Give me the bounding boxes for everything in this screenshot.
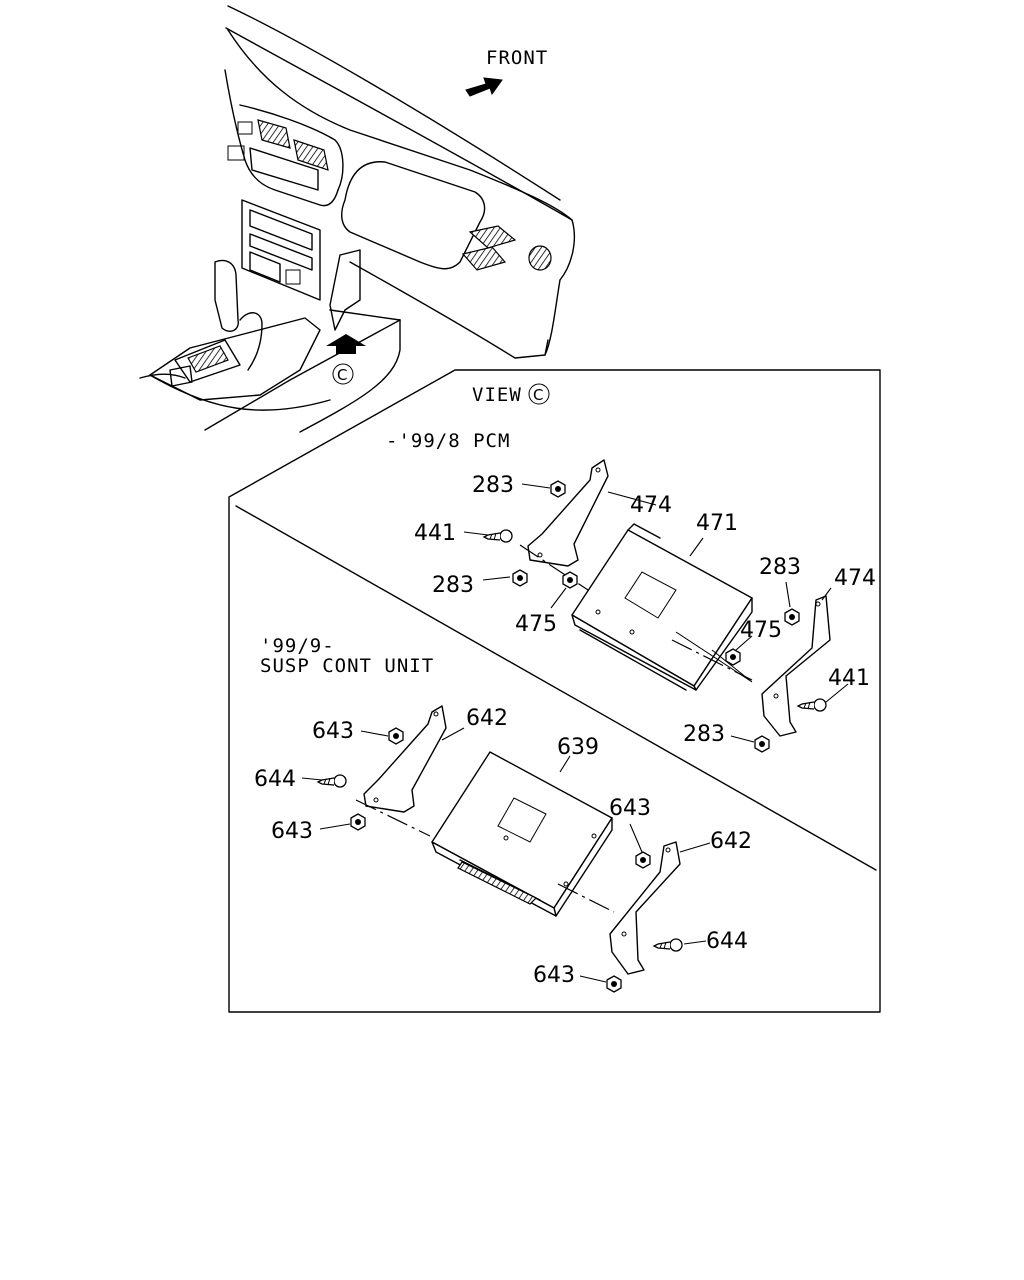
pcm-callout-283-right-lower: 283 <box>683 722 725 747</box>
susp-caption-line1: '99/9- <box>260 635 335 657</box>
view-title-text: VIEW <box>472 384 522 406</box>
pcm-callout-474-right: 474 <box>834 566 876 591</box>
pcm-caption: -'99/8 PCM <box>386 430 510 452</box>
susp-callout-642-right: 642 <box>710 829 752 854</box>
side-vent <box>528 245 552 271</box>
pcm-callout-283-left-lower: 283 <box>432 573 474 598</box>
susp-callout-643-top-left: 643 <box>312 719 354 744</box>
pcm-section: -'99/8 PCM <box>386 430 876 753</box>
susp-nut-right-lower-643 <box>606 975 622 993</box>
view-title-circle <box>528 383 550 405</box>
right-vent-lower <box>461 246 507 271</box>
pcm-callout-474-left: 474 <box>630 493 672 518</box>
pcm-nut-right-upper-283 <box>784 608 800 626</box>
susp-bracket-right <box>609 841 681 975</box>
susp-section: '99/9- SUSP CONT UNIT <box>254 635 752 993</box>
view-frame <box>228 369 881 1013</box>
pcm-bracket-right <box>761 595 831 737</box>
pcm-screw-left-441 <box>483 529 513 543</box>
view-c-letter: C <box>337 366 347 384</box>
dashboard-illustration <box>139 5 575 433</box>
susp-callout-643-right-lower: 643 <box>533 963 575 988</box>
pcm-callout-475-right: 475 <box>740 618 782 643</box>
susp-bracket-left <box>363 705 447 813</box>
susp-nut-top-left-643 <box>388 727 404 745</box>
pcm-screw-right-441 <box>797 698 827 712</box>
center-vent-left <box>257 119 291 149</box>
center-vent-right <box>293 139 329 171</box>
pcm-callout-441-left: 441 <box>414 521 456 546</box>
pcm-module <box>571 529 753 687</box>
susp-callout-639: 639 <box>557 735 599 760</box>
susp-caption-line2: SUSP CONT UNIT <box>260 655 434 677</box>
susp-callout-644-right: 644 <box>706 929 748 954</box>
susp-screw-left-644 <box>317 774 347 788</box>
front-label: FRONT <box>486 47 548 69</box>
pcm-callout-441-right: 441 <box>828 666 870 691</box>
susp-callout-643-right-upper: 643 <box>609 796 651 821</box>
pcm-nut-left-center-475 <box>562 571 578 589</box>
susp-callout-643-left-lower: 643 <box>271 819 313 844</box>
pcm-nut-top-283 <box>550 480 566 498</box>
view-arrow-icon <box>326 334 366 354</box>
susp-callout-642-left: 642 <box>466 706 508 731</box>
view-c-circle <box>332 363 354 385</box>
susp-nut-left-lower-643 <box>350 813 366 831</box>
susp-screw-right-644 <box>653 938 683 952</box>
susp-module <box>431 751 613 909</box>
pcm-nut-left-lower-283 <box>512 569 528 587</box>
view-title-letter: C <box>533 386 543 404</box>
pcm-callout-283-right-upper: 283 <box>759 555 801 580</box>
front-indicator: FRONT <box>465 47 548 97</box>
pcm-callout-471: 471 <box>696 511 738 536</box>
shift-gate <box>187 345 229 373</box>
pcm-callout-475-left: 475 <box>515 612 557 637</box>
pcm-callout-283-top: 283 <box>472 473 514 498</box>
pcm-nut-right-lower-283 <box>754 735 770 753</box>
susp-callout-644-left: 644 <box>254 767 296 792</box>
view-c-indicator: C <box>326 334 366 385</box>
pcm-bracket-left <box>527 459 609 567</box>
right-vent-upper <box>468 225 517 249</box>
front-arrow-icon <box>465 77 503 97</box>
susp-nut-right-upper-643 <box>635 851 651 869</box>
pcm-nut-right-center-475 <box>725 648 741 666</box>
view-title: VIEW C <box>472 383 550 406</box>
